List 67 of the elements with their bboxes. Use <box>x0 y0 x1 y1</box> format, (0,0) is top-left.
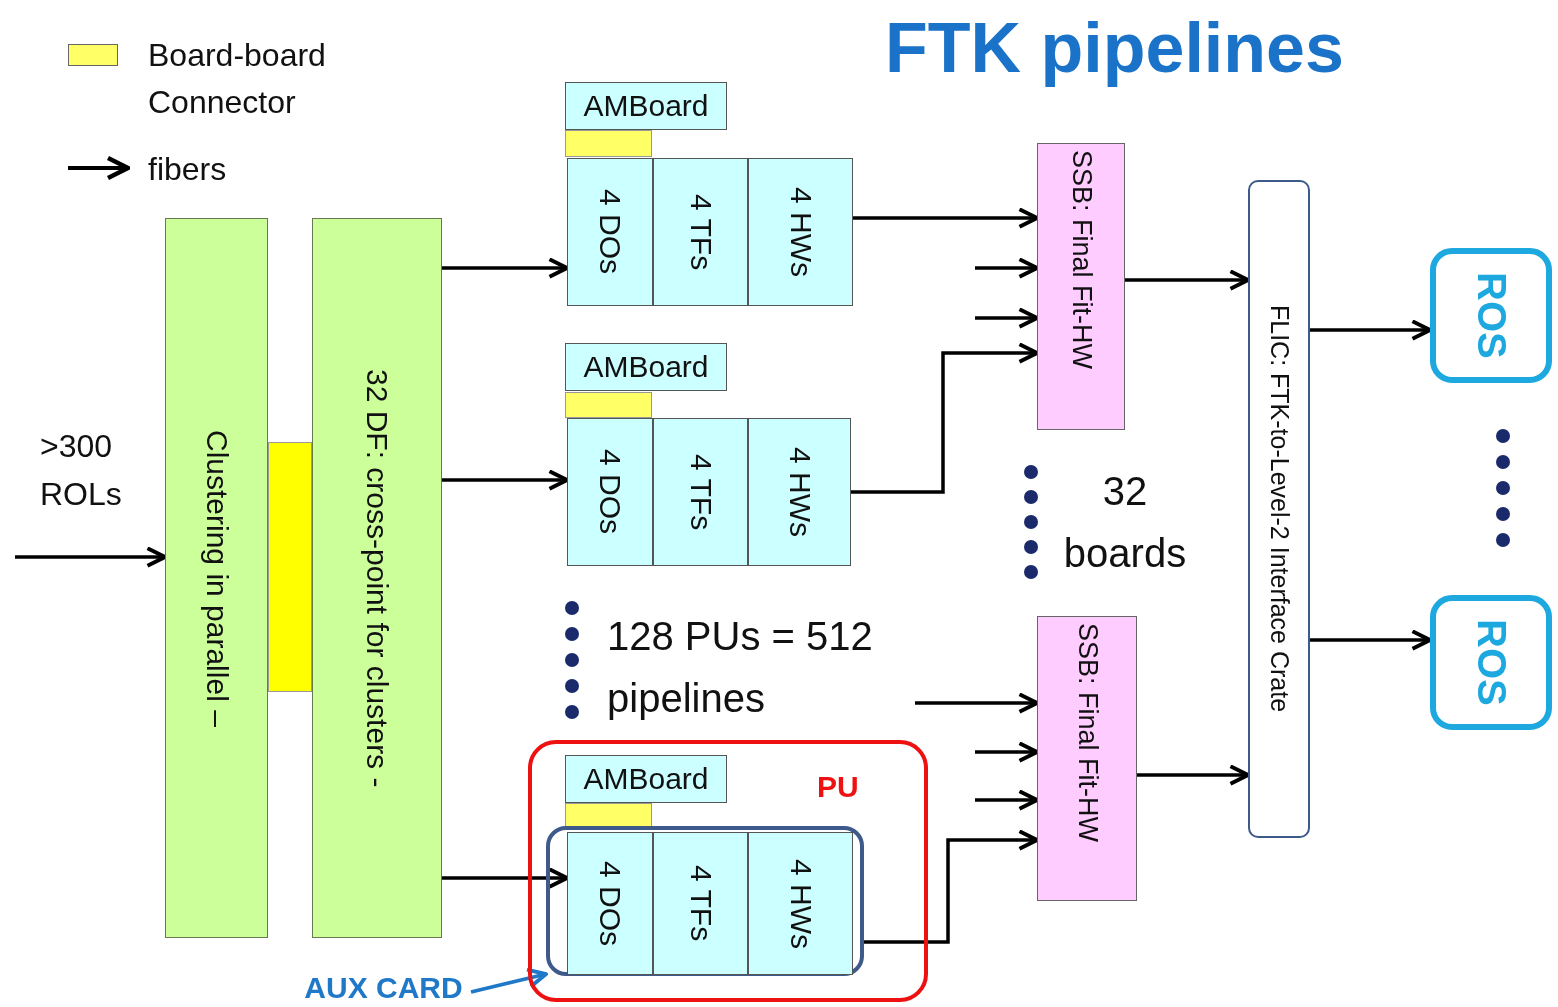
connector-bar <box>565 130 652 157</box>
module-cell <box>567 158 653 306</box>
connector-bar <box>268 442 312 692</box>
module-label: 4 HWs <box>783 187 818 277</box>
unit-label: PU <box>817 770 859 804</box>
module-cell <box>567 832 653 975</box>
module-label: 4 TFs <box>683 865 718 942</box>
arrow <box>442 867 569 889</box>
arrow <box>864 829 1039 944</box>
system-box <box>1430 248 1552 383</box>
board-name-box <box>565 755 727 803</box>
board-label: AMBoard <box>583 762 709 796</box>
module-cell <box>653 832 748 975</box>
module-label: 4 TFs <box>683 193 718 271</box>
module-cell <box>748 418 851 566</box>
arrow <box>1310 629 1432 651</box>
leader-arrow <box>470 967 548 994</box>
unit-frame <box>528 740 928 1002</box>
arrow <box>975 257 1039 279</box>
arrow <box>1310 319 1432 341</box>
board-label: AMBoard <box>583 89 709 123</box>
module-label: 4 DOs <box>593 861 627 946</box>
connector-bar <box>565 392 652 418</box>
board-name-box <box>565 82 727 130</box>
system-label: ROS <box>1468 619 1514 706</box>
processing-board <box>165 218 268 938</box>
arrow <box>1137 764 1250 786</box>
board-label: AMBoard <box>583 350 709 384</box>
crate-label: FLIC: FTK-to-Level-2 Interface Crate <box>1264 305 1294 713</box>
note-text: 32 boards <box>1062 468 1188 577</box>
note-text: 128 PUs = 512 pipelines <box>607 613 874 722</box>
arrow <box>853 207 1039 229</box>
legend-text: fibers <box>148 150 228 189</box>
module-cell <box>567 418 653 566</box>
module-label: 4 TFs <box>683 453 718 531</box>
arrow <box>975 741 1039 763</box>
module-label: 4 HWs <box>783 858 818 949</box>
card-frame <box>546 826 864 976</box>
board-name-box <box>565 343 727 391</box>
arrow <box>975 307 1039 329</box>
board-label: SSB: Final Fit-HW <box>1065 150 1097 370</box>
board-box <box>1037 616 1137 901</box>
arrow <box>442 469 569 491</box>
board-label: Clustering in parallel – <box>199 429 234 727</box>
processing-board <box>312 218 442 938</box>
system-box <box>1430 595 1552 730</box>
arrow <box>1125 269 1250 291</box>
module-cell <box>748 158 853 306</box>
arrow <box>442 257 569 279</box>
crate-box <box>1248 180 1310 838</box>
board-label: 32 DF: cross-point for clusters - <box>360 368 394 788</box>
board-box <box>1037 143 1125 430</box>
arrow <box>15 546 167 568</box>
arrow <box>851 342 1039 494</box>
module-cell <box>748 832 853 975</box>
board-label: SSB: Final Fit-HW <box>1071 623 1103 843</box>
legend-text: Board-board Connector <box>148 36 327 122</box>
module-label: 4 HWs <box>782 447 817 537</box>
arrow <box>975 789 1039 811</box>
title: FTK pipelines <box>885 8 1344 88</box>
system-label: ROS <box>1468 272 1514 359</box>
callout-text: AUX CARD <box>296 970 471 1006</box>
module-label: 4 DOs <box>593 449 627 535</box>
module-cell <box>653 158 748 306</box>
module-cell <box>653 418 748 566</box>
arrow <box>915 692 1039 714</box>
module-label: 4 DOs <box>593 189 627 275</box>
